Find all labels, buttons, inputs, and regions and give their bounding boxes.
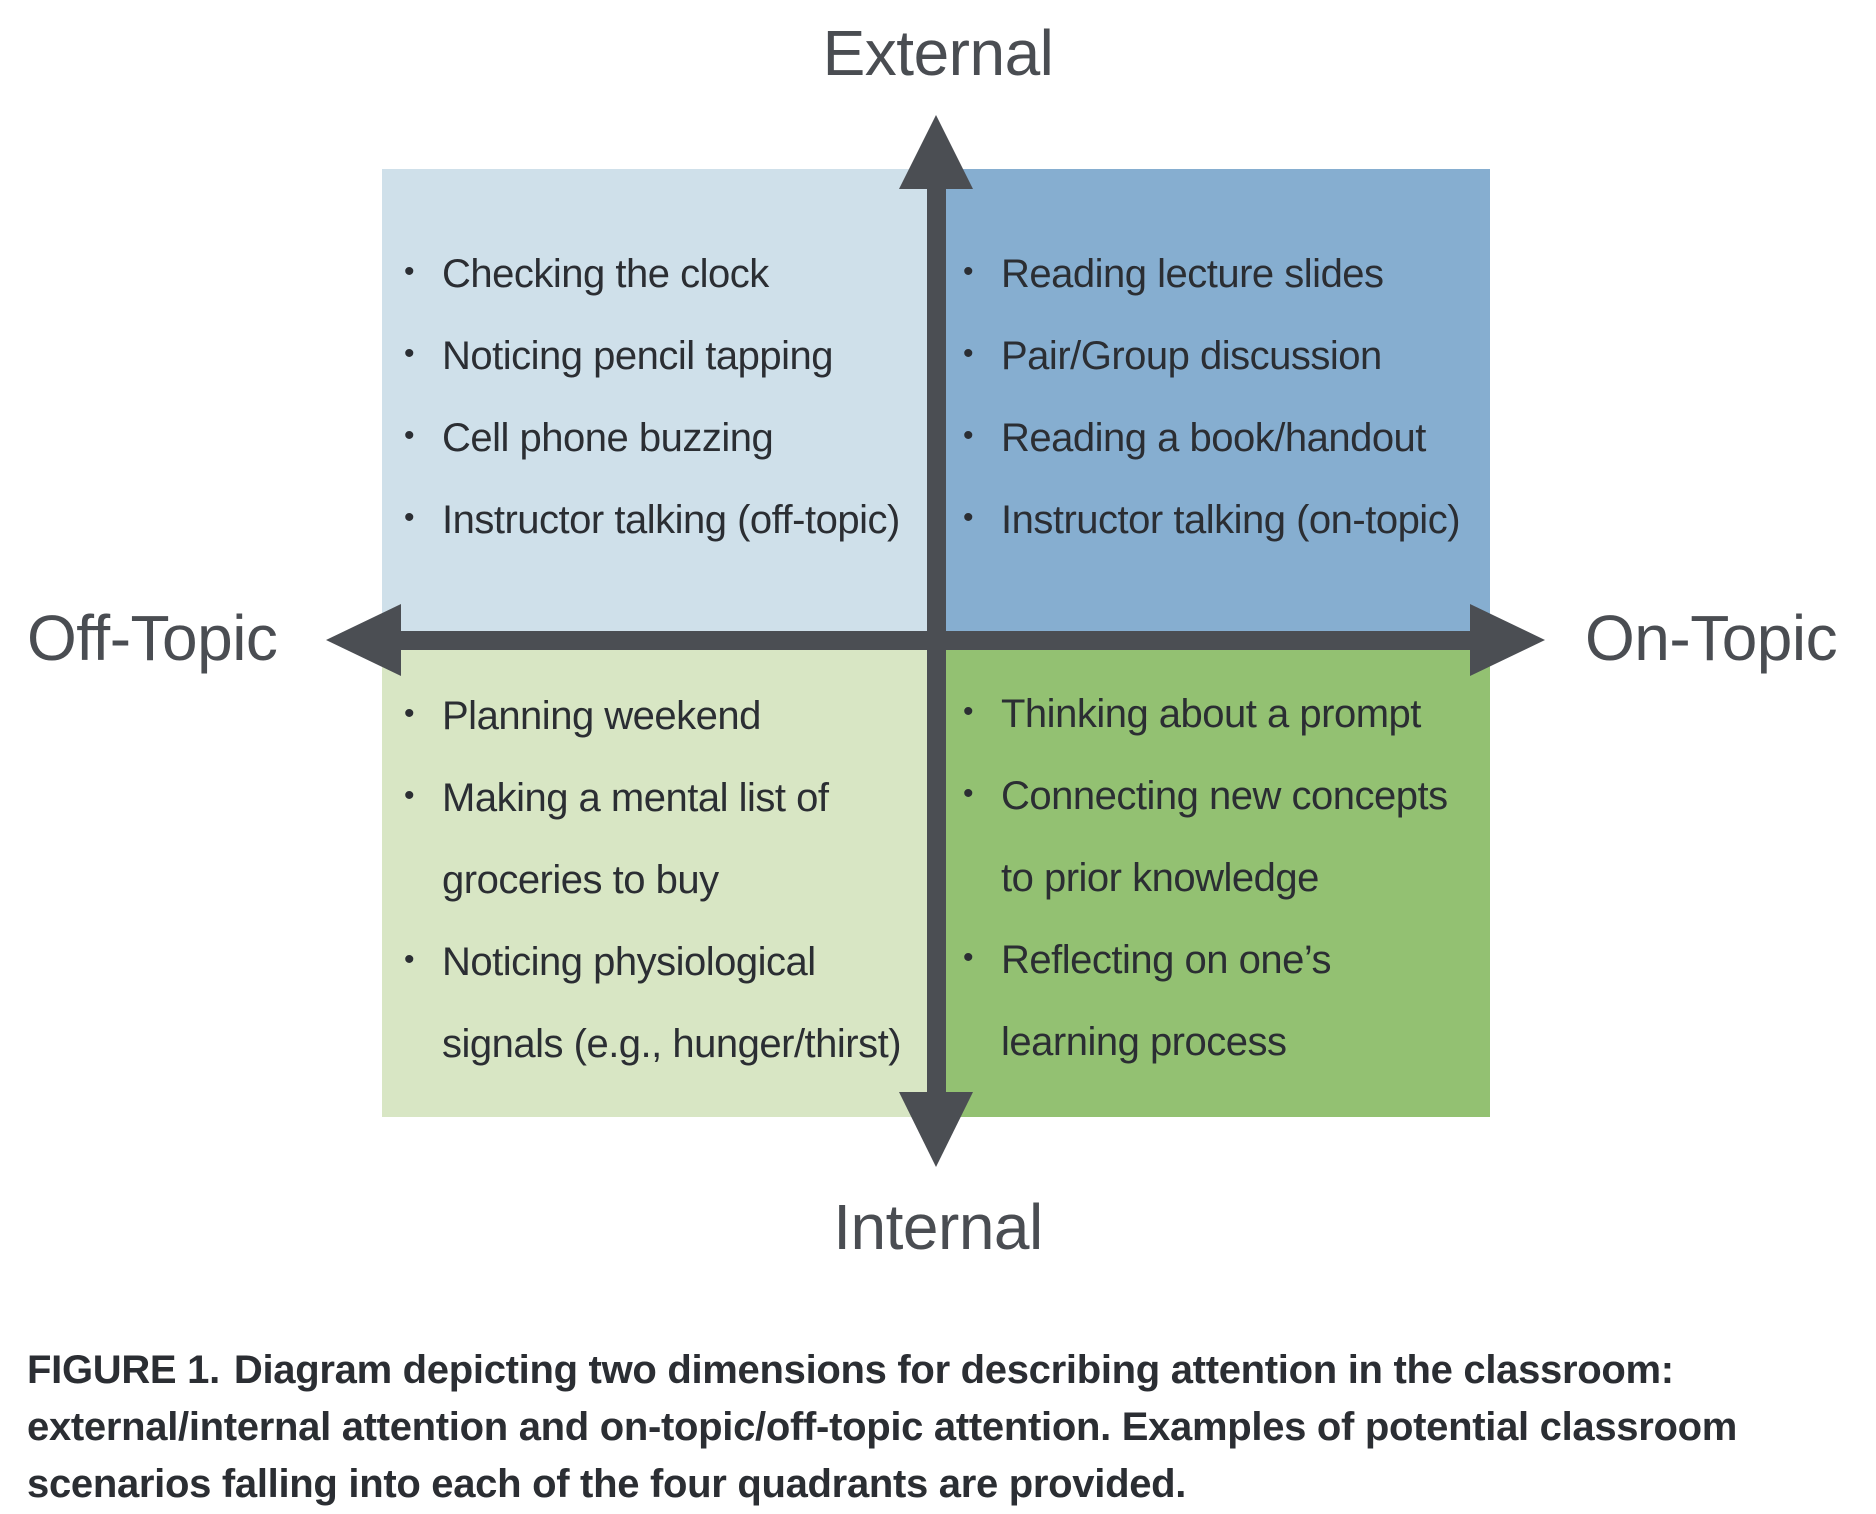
quadrant-external-off-topic: • Checking the clock • Noticing pencil tap… [382,169,937,647]
list-item: • Reading a book/handout [963,397,1460,479]
bullet: • [404,779,415,812]
bullet: • [963,501,974,534]
list-item: • Checking the clock [404,233,900,315]
item-text: Reading a book/handout [1001,416,1426,460]
item-text: Pair/Group discussion [1001,334,1382,378]
bullet: • [963,255,974,288]
item-text: Noticing pencil tapping [442,334,833,378]
caption-text: Diagram depicting two dimensions for des… [27,1348,1738,1506]
list-item: • Planning weekend [404,675,901,757]
item-text: Instructor talking (off-topic) [442,498,900,542]
quadrant-internal-on-topic: • Thinking about a prompt • Connecting new… [937,647,1490,1117]
bullet: • [963,941,974,974]
axis-label-on-topic: On-Topic [1585,602,1838,674]
quadrant-internal-off-topic: • Planning weekend • Making a mental list … [382,647,937,1117]
list-item: • Noticing pencil tapping [404,315,900,397]
attention-quadrant-diagram: • Checking the clock • Noticing pencil tap… [27,17,1838,1263]
item-text: Reading lecture slides [1001,252,1384,296]
arrow-up-icon [899,115,973,189]
figure-number: FIGURE 1. [27,1348,220,1392]
item-text: Reflecting on one’s learning process [1001,938,1332,1064]
list-item: • Connecting new concepts to prior knowle… [963,755,1448,919]
horizontal-axis-line [380,631,1495,650]
axis-label-internal: Internal [833,1191,1043,1263]
list-item: • Instructor talking (off-topic) [404,479,900,561]
quadrant-external-on-topic: • Reading lecture slides • Pair/Group disc… [937,169,1490,647]
bullet: • [404,697,415,730]
bullet: • [404,501,415,534]
item-text: Checking the clock [442,252,769,296]
bullet: • [404,943,415,976]
bullet: • [404,255,415,288]
list-item: • Thinking about a prompt [963,673,1448,755]
item-text: Instructor talking (on-topic) [1001,498,1461,542]
quadrant-item-list: • Planning weekend • Making a mental list … [404,675,902,1085]
bullet: • [963,337,974,370]
list-item: • Pair/Group discussion [963,315,1460,397]
axis-label-external: External [822,17,1054,89]
quadrant-item-list: • Reading lecture slides • Pair/Group disc… [963,233,1461,561]
item-text: Connecting new concepts to prior knowled… [1001,774,1448,900]
list-item: • Cell phone buzzing [404,397,900,479]
quadrant-item-list: • Thinking about a prompt • Connecting new… [963,673,1448,1083]
axis-label-off-topic: Off-Topic [27,602,278,674]
arrow-left-icon [326,604,401,676]
figure-caption: FIGURE 1.Diagram depicting two dimension… [27,1342,1857,1513]
list-item: • Noticing physiological signals (e.g., h… [404,921,902,1085]
bullet: • [404,337,415,370]
list-item: • Reading lecture slides [963,233,1460,315]
list-item: • Reflecting on one’s learning process [963,919,1448,1083]
quadrant-item-list: • Checking the clock • Noticing pencil tap… [404,233,900,561]
arrow-down-icon [899,1092,973,1167]
item-text: Cell phone buzzing [442,416,774,460]
item-text: Thinking about a prompt [1001,692,1421,736]
item-text: Making a mental list of groceries to buy [442,776,829,902]
bullet: • [963,695,974,728]
item-text: Noticing physiological signals (e.g., hu… [442,940,902,1066]
list-item: • Instructor talking (on-topic) [963,479,1461,561]
bullet: • [404,419,415,452]
bullet: • [963,777,974,810]
arrow-right-icon [1470,604,1545,676]
item-text: Planning weekend [442,694,761,738]
bullet: • [963,419,974,452]
list-item: • Making a mental list of groceries to bu… [404,757,901,921]
axes [326,115,1545,1167]
